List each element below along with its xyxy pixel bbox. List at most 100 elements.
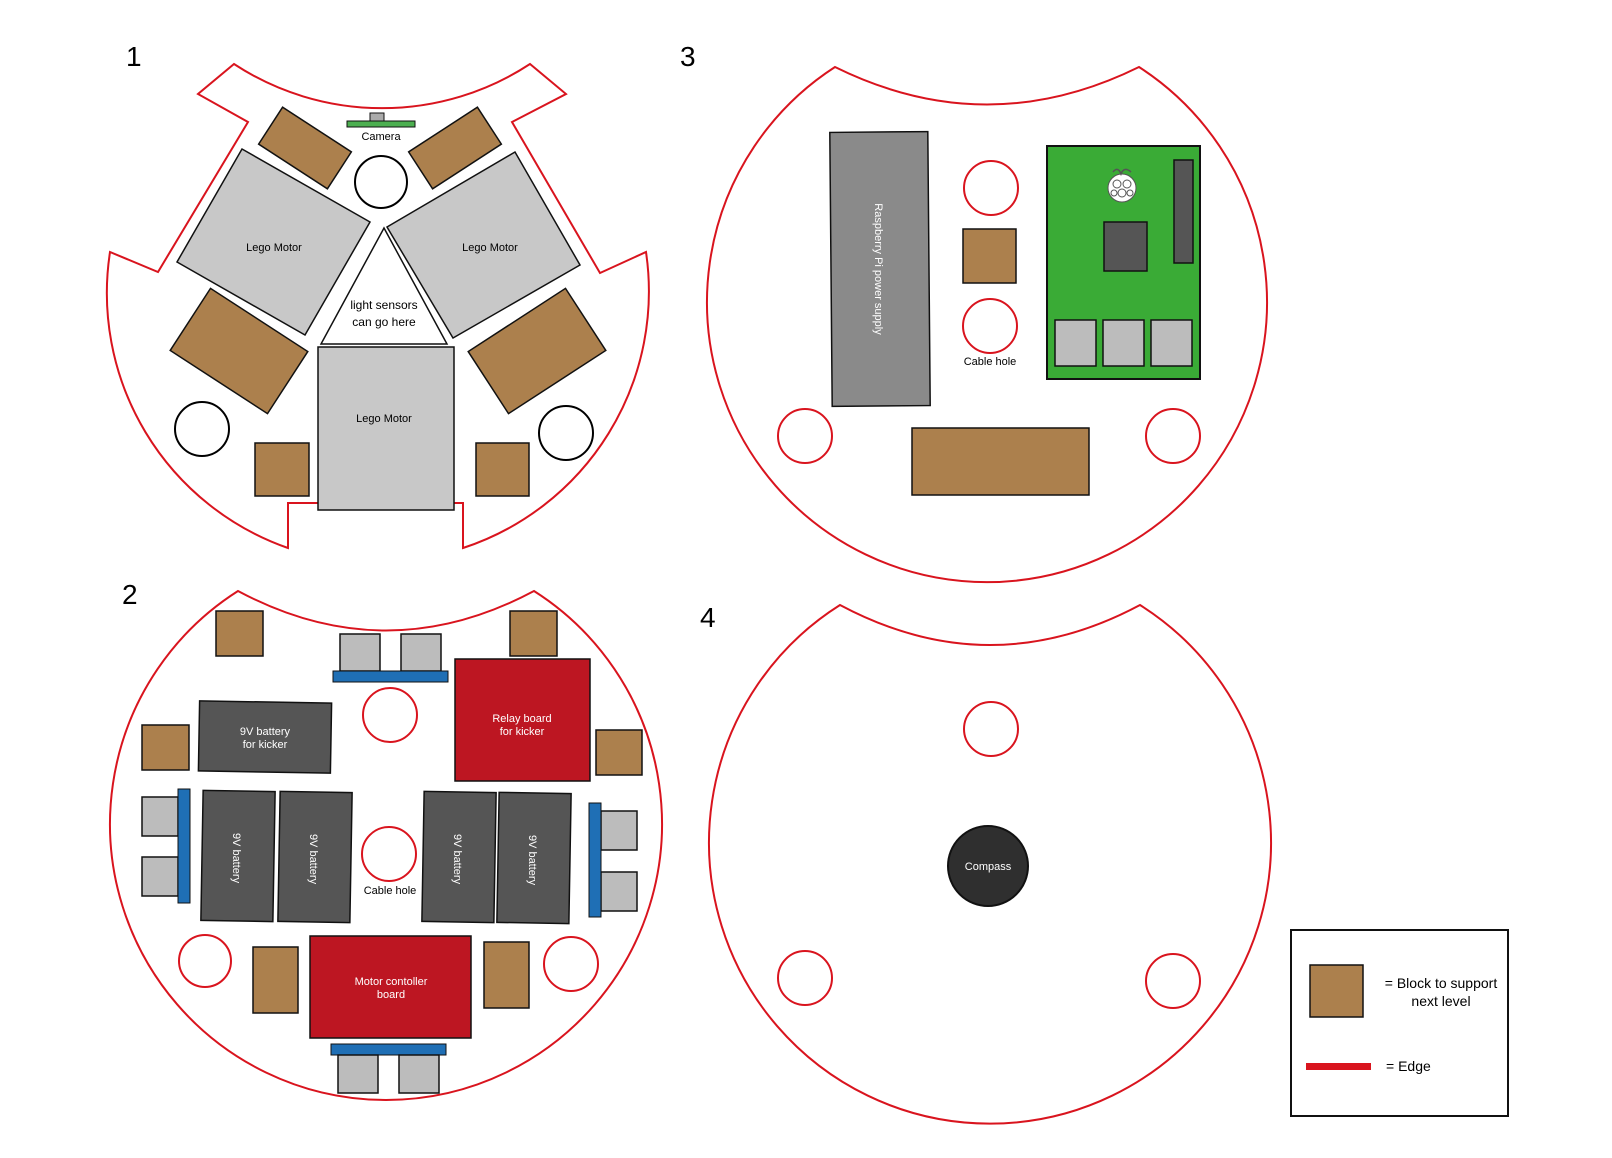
legend-block-label-line1: = Block to support [1385,975,1498,991]
level-1-hole [538,405,594,461]
level-1-edge [105,62,650,550]
battery-9v [200,789,276,923]
lego-motor-right [385,150,582,340]
connector-port [141,856,179,897]
connector-strip [588,802,602,918]
level-3-hole [963,160,1019,216]
compass-icon [947,825,1029,907]
battery-9v [277,790,353,924]
support-block [509,610,558,657]
connector-port [400,633,442,672]
legend-block-swatch [1309,964,1364,1018]
lego-motor-label: Lego Motor [462,242,518,254]
light-sensors-label-line1: light sensors [350,298,417,312]
level-1: 1 Camera Lego Motor Lego Motor Lego Moto… [105,41,650,550]
support-block [595,729,643,776]
level-3-hole [1145,408,1201,464]
support-block [475,442,530,497]
lego-motor-left [175,147,372,337]
battery-9v [421,790,497,924]
level-4-edge [708,603,1272,1125]
support-block [257,106,353,190]
light-sensor-area [319,226,449,345]
compass-label: Compass [965,861,1012,873]
camera-board [346,120,416,128]
connector-port [398,1054,440,1094]
level-1-top-hole [354,155,408,209]
level-4-hole [963,701,1019,757]
battery-9v [496,791,572,925]
support-block [911,427,1090,496]
connector-port [600,810,638,851]
level-4-hole [777,950,833,1006]
connector-port [141,796,179,837]
level-2-number: 2 [122,579,138,610]
support-block [407,106,503,190]
level-2: 2 Relay board for kicker 9V battery for … [109,579,663,1101]
kicker-battery [197,700,333,774]
raspberry-pi-gpio-header [1173,159,1194,264]
support-block [254,442,310,497]
support-block [467,287,607,415]
level-3-edge [706,65,1268,584]
level-3: 3 Raspberry Pi power supply Cable hole [680,41,1268,584]
support-block [215,610,264,657]
raspberry-pi-power-supply [829,130,931,408]
level-4-hole [1145,953,1201,1009]
level-2-hole [362,687,418,743]
level-4: 4 Compass [700,602,1272,1125]
connector-port [600,871,638,912]
lego-motor-label: Lego Motor [356,413,412,425]
connector-strip [332,670,449,683]
relay-board-label-line2: for kicker [500,726,545,738]
raspberry-pi-chip [1103,221,1148,272]
motor-controller-label-line2: board [377,989,405,1001]
light-sensors-label-line2: can go here [352,315,416,329]
relay-board-label-line1: Relay board [492,713,551,725]
support-block [252,946,299,1014]
ethernet-port [1150,319,1193,367]
motor-controller-label-line1: Motor contoller [355,976,428,988]
battery-9v-label: 9V battery [230,833,242,884]
camera-label: Camera [361,131,401,143]
power-supply-label: Raspberry Pi power supply [872,203,884,335]
support-block [141,724,190,771]
usb-port [1054,319,1097,367]
level-2-hole [543,936,599,992]
raspberry-pi-logo-icon [1107,168,1137,203]
connector-strip [177,788,191,904]
lego-motor-bottom [317,346,455,511]
battery-9v-label: 9V battery [526,835,538,886]
usb-port [1102,319,1145,367]
battery-9v-label: 9V battery [451,834,463,885]
cable-hole-label: Cable hole [964,356,1017,368]
level-3-number: 3 [680,41,696,72]
legend-edge-label: = Edge [1386,1058,1431,1074]
connector-port [337,1054,379,1094]
level-1-hole [174,401,230,457]
support-block [169,287,309,415]
kicker-battery-label-line2: for kicker [243,739,288,751]
camera-lens [369,112,385,122]
legend-block-label-line2: next level [1411,993,1470,1009]
level-1-number: 1 [126,41,142,72]
level-2-cable-hole [361,826,417,882]
relay-board [454,658,591,782]
motor-controller-board [309,935,472,1039]
level-2-edge [109,589,663,1101]
legend: = Block to support next level = Edge [1290,929,1509,1117]
level-4-number: 4 [700,602,716,633]
lego-motor-label: Lego Motor [246,242,302,254]
battery-9v-label: 9V battery [307,834,319,885]
level-2-hole [178,934,232,988]
support-block [483,941,530,1009]
support-block [962,228,1017,284]
cable-hole-label: Cable hole [364,885,417,897]
level-3-cable-hole [962,298,1018,354]
level-3-hole [777,408,833,464]
legend-box [1290,929,1509,1117]
connector-port [339,633,381,672]
connector-strip [330,1043,447,1056]
legend-edge-swatch [1306,1063,1371,1070]
